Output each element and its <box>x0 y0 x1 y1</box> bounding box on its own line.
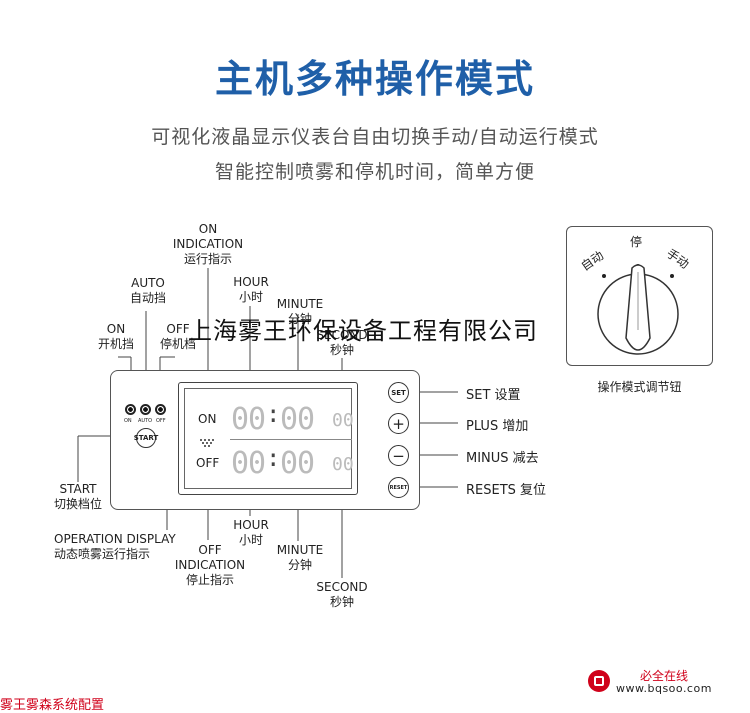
footer-brand: 必全在线 <box>640 669 689 683</box>
label-minus: MINUS 减去 <box>466 451 539 466</box>
callout-minute-bottom: MINUTE 分钟 <box>276 543 324 572</box>
off-hour-digits: 00 <box>231 446 266 481</box>
set-button[interactable]: SET <box>388 382 409 403</box>
on-indicator-light <box>125 404 136 415</box>
callout-operation-display: OPERATION DISPLAY 动态喷雾运行指示 <box>54 532 176 561</box>
knob-caption: 操作模式调节钮 <box>597 380 682 394</box>
on-second-digits: 00 <box>332 410 354 431</box>
on-hour-digits: 00 <box>231 402 266 437</box>
label-plus: PLUS 增加 <box>466 419 529 434</box>
spray-operation-icon <box>199 433 217 447</box>
page-title: 主机多种操作模式 <box>214 57 535 101</box>
label-resets: RESETS 复位 <box>466 483 547 498</box>
lcd-on-indicator: ON <box>198 412 217 426</box>
off-colon: : <box>266 444 280 472</box>
off-minute-digits: 00 <box>280 446 315 481</box>
callout-on-indication: ON INDICATION 运行指示 <box>172 222 244 266</box>
plus-button[interactable]: + <box>388 413 409 434</box>
start-button[interactable]: START <box>134 428 158 448</box>
minus-button[interactable]: − <box>388 445 409 466</box>
company-watermark: 上海雾王环保设备工程有限公司 <box>188 317 538 345</box>
off-indicator-light <box>155 404 166 415</box>
footer-bottom-left-text: 雾王雾森系统配置 <box>0 698 105 713</box>
lcd-off-indicator: OFF <box>196 456 220 470</box>
callout-on: ON 开机挡 <box>97 322 134 351</box>
on-colon: : <box>266 400 280 428</box>
switch-label-auto: AUTO <box>138 418 153 424</box>
callout-off: OFF 停机档 <box>159 322 196 351</box>
off-second-digits: 00 <box>332 454 354 475</box>
reset-button[interactable]: RESET <box>388 477 409 498</box>
callout-hour-top: HOUR 小时 <box>233 275 269 304</box>
callout-start: START 切换档位 <box>53 482 102 511</box>
on-minute-digits: 00 <box>280 402 315 437</box>
brand-logo-icon <box>588 670 610 692</box>
callout-off-indication: OFF INDICATION 停止指示 <box>174 543 246 587</box>
auto-indicator-light <box>140 404 151 415</box>
callout-minute-top: MINUTE 分钟 <box>276 297 324 326</box>
callout-second-bottom: SECOND 秒钟 <box>316 580 368 609</box>
subtitle-line-1: 可视化液晶显示仪表台自由切换手动/自动运行模式 <box>151 126 599 148</box>
callout-second-top: SECOND 秒钟 <box>316 328 368 357</box>
lcd-screen <box>184 388 352 489</box>
label-set: SET 设置 <box>466 388 521 403</box>
subtitle-line-2: 智能控制喷雾和停机时间，简单方便 <box>214 161 535 183</box>
callout-hour-bottom: HOUR 小时 <box>233 518 269 547</box>
switch-label-on: ON <box>124 418 132 424</box>
callout-auto: AUTO 自动挡 <box>129 276 166 305</box>
mode-knob-drawing <box>597 264 679 355</box>
lcd-divider <box>230 439 352 440</box>
knob-label-stop: 停 <box>630 235 643 249</box>
switch-label-off: OFF <box>156 418 166 424</box>
lcd-frame <box>178 382 358 495</box>
footer-url[interactable]: www.bqsoo.com <box>616 682 712 695</box>
